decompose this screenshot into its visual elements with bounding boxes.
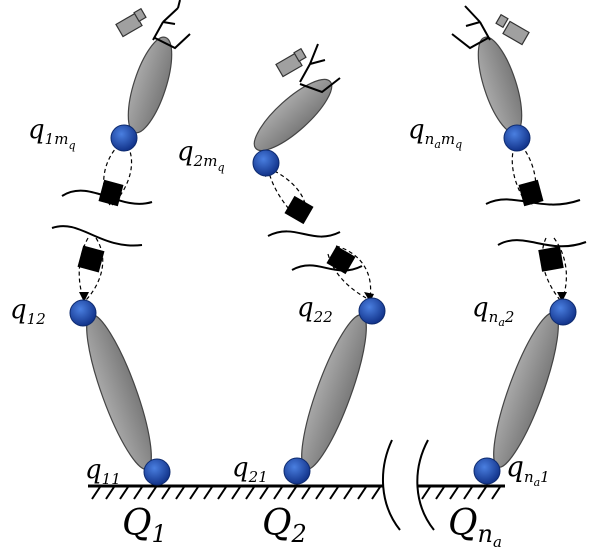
manipulator-1: [51, 0, 191, 486]
label-qna1: qna1: [506, 450, 550, 489]
link-1-base: [86, 314, 152, 470]
manipulator-na: [451, 5, 587, 485]
ground-hatch-mark: [435, 486, 445, 500]
label-qnamq: qnamq: [408, 115, 462, 151]
manipulator-2: [252, 43, 386, 485]
ground-hatch-mark: [175, 486, 185, 500]
ground-hatch-mark: [491, 486, 501, 500]
ground-hatch-mark: [273, 486, 283, 500]
camera-1-icon: [115, 7, 147, 38]
label-Q2: Q2: [262, 503, 307, 547]
label-Qna: Qna: [448, 503, 502, 547]
ground-hatch-mark: [343, 486, 353, 500]
ground-hatch-mark: [329, 486, 339, 500]
ground-hatch-mark: [189, 486, 199, 500]
ground-hatch-mark: [477, 486, 487, 500]
camera-2-icon: [275, 47, 307, 78]
label-Q1: Q1: [122, 503, 167, 547]
label-q22: q22: [297, 293, 333, 326]
joint-na-base: [473, 457, 501, 485]
ground-hatch-mark: [105, 486, 115, 500]
joint-2-top: [252, 149, 280, 177]
ground-hatch-mark: [245, 486, 255, 500]
joint-1-second: [69, 299, 97, 327]
joint-1-top: [110, 124, 138, 152]
ground: [88, 484, 505, 500]
ground-break: [382, 439, 435, 531]
ground-hatch-mark: [203, 486, 213, 500]
ground-hatch-mark: [259, 486, 269, 500]
connector-1-lower: [77, 237, 105, 302]
joint-na-top: [503, 124, 531, 152]
label-qna2: qna2: [472, 293, 514, 329]
joint-1-base: [143, 458, 171, 486]
link-1-top: [127, 36, 173, 134]
ground-hatch-mark: [357, 486, 367, 500]
break-na: [485, 198, 587, 248]
ground-hatch-mark: [449, 486, 459, 500]
ground-hatch-mark: [315, 486, 325, 500]
ground-hatch-mark: [301, 486, 311, 500]
gripper-na-icon: [451, 5, 491, 50]
camera-na-icon: [495, 13, 530, 46]
ground-hatch-mark: [217, 486, 227, 500]
ground-hatch-mark: [371, 486, 381, 500]
link-2-top: [253, 78, 333, 152]
label-q12: q12: [10, 295, 46, 328]
ground-hatch-mark: [287, 486, 297, 500]
connector-na-lower: [538, 237, 568, 302]
ground-hatch-mark: [421, 486, 431, 500]
label-q11: q11: [85, 455, 121, 488]
connector-2-lower: [326, 245, 374, 302]
joint-2-second: [358, 297, 386, 325]
gripper-2-icon: [299, 43, 341, 94]
break-1: [51, 189, 153, 247]
link-2-base: [301, 314, 367, 470]
gripper-1-icon: [152, 0, 191, 50]
ground-hatch-mark: [161, 486, 171, 500]
joint-na-second: [549, 298, 577, 326]
ground-hatch-mark: [147, 486, 157, 500]
ground-hatch-mark: [91, 486, 101, 500]
ground-hatch-mark: [119, 486, 129, 500]
label-q21: q21: [232, 453, 268, 486]
link-na-base: [493, 312, 559, 468]
ground-hatch-mark: [463, 486, 473, 500]
link-na-top: [477, 36, 523, 134]
ground-hatch-mark: [133, 486, 143, 500]
break-2: [267, 230, 363, 272]
ground-hatch-mark: [231, 486, 241, 500]
label-q1mq: q1mq: [28, 115, 75, 152]
label-q2mq: q2mq: [177, 137, 224, 174]
joint-2-base: [283, 457, 311, 485]
